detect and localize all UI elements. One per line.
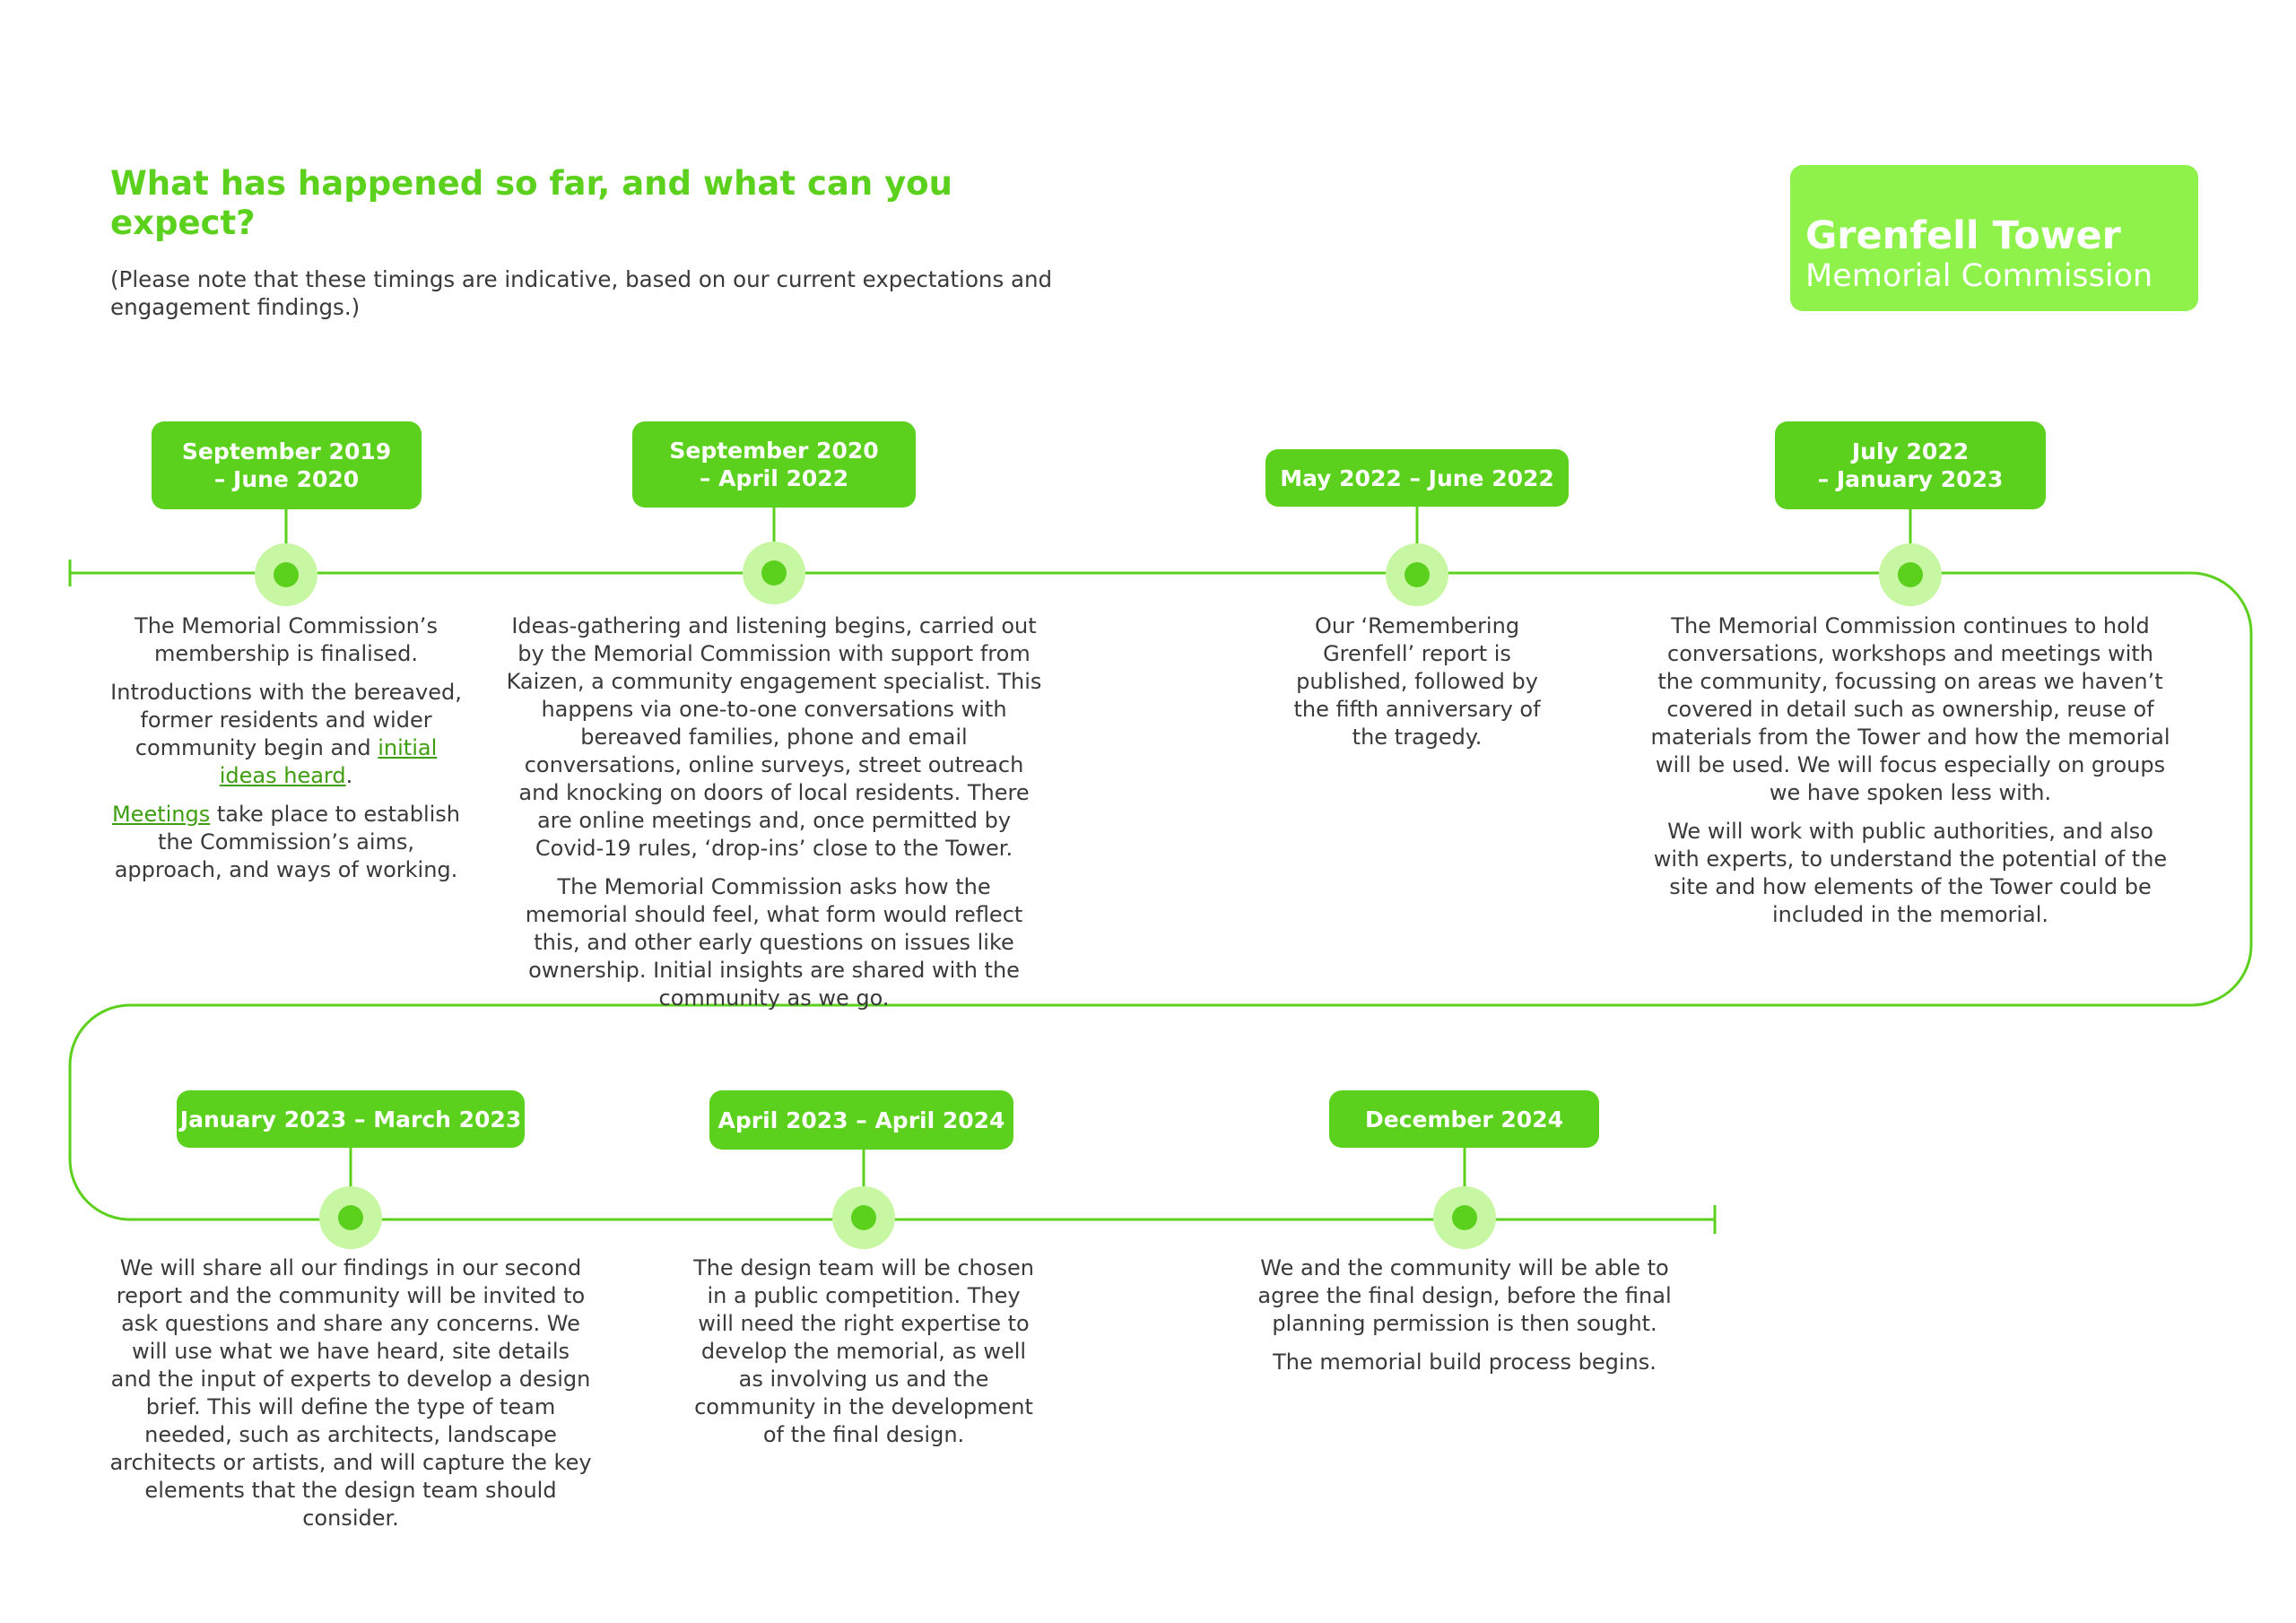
- milestone-7-paragraph-1: We and the community will be able to agr…: [1257, 1255, 1672, 1336]
- milestone-7-paragraph-2: The memorial build process begins.: [1273, 1350, 1657, 1375]
- milestone-2-paragraph-1: Ideas-gathering and listening begins, ca…: [506, 613, 1042, 861]
- timing-note: (Please note that these timings are indi…: [110, 266, 1053, 320]
- timeline-line: [68, 571, 2253, 1221]
- milestone-5-paragraph-1: We will share all our findings in our se…: [109, 1255, 592, 1531]
- milestone-desc-7: We and the community will be able to agr…: [1254, 1254, 1675, 1387]
- logo-line-2: Memorial Commission: [1805, 258, 2153, 294]
- milestone-4-paragraph-2: We will work with public authorities, an…: [1653, 819, 2168, 927]
- milestone-1-paragraph-1: The Memorial Commission’s membership is …: [135, 613, 438, 666]
- milestone-2-paragraph-2: The Memorial Commission asks how the mem…: [525, 874, 1023, 1011]
- milestone-date-5: January 2023 – March 2023: [177, 1090, 525, 1148]
- milestone-3-paragraph-1: Our ‘Remembering Grenfell’ report is pub…: [1293, 613, 1541, 750]
- milestone-date-1: September 2019 – June 2020: [152, 421, 422, 509]
- milestone-node-5: [319, 1147, 382, 1249]
- milestone-1-paragraph-3: Meetings take place to establish the Com…: [111, 802, 461, 882]
- meetings-link[interactable]: Meetings: [111, 802, 211, 827]
- milestone-date-4: July 2022 – January 2023: [1775, 421, 2046, 509]
- milestone-date-2: September 2020 – April 2022: [632, 421, 916, 508]
- milestone-date-7: December 2024: [1329, 1090, 1599, 1148]
- initial-ideas-link[interactable]: initial ideas heard: [219, 735, 438, 788]
- page-title: What has happened so far, and what can y…: [110, 164, 952, 242]
- milestone-1-paragraph-2: Introductions with the bereaved, former …: [110, 680, 462, 788]
- commission-logo: Grenfell Tower Memorial Commission: [1790, 165, 2198, 311]
- milestone-desc-2: Ideas-gathering and listening begins, ca…: [505, 612, 1043, 1023]
- milestone-node-3: [1386, 507, 1448, 606]
- logo-line-1: Grenfell Tower: [1805, 213, 2121, 258]
- milestone-desc-4: The Memorial Commission continues to hol…: [1650, 612, 2170, 940]
- milestone-desc-6: The design team will be chosen in a publ…: [689, 1254, 1039, 1460]
- milestone-node-1: [255, 508, 317, 606]
- milestone-date-3: May 2022 – June 2022: [1265, 449, 1569, 507]
- milestone-desc-1: The Memorial Commission’s membership is …: [107, 612, 465, 895]
- milestone-node-2: [743, 506, 805, 604]
- milestone-date-6: April 2023 – April 2024: [709, 1090, 1013, 1150]
- milestone-4-paragraph-1: The Memorial Commission continues to hol…: [1650, 613, 2170, 805]
- milestone-desc-5: We will share all our findings in our se…: [109, 1254, 593, 1543]
- milestone-node-4: [1879, 508, 1942, 606]
- milestone-6-paragraph-1: The design team will be chosen in a publ…: [693, 1255, 1034, 1447]
- milestone-node-7: [1433, 1147, 1496, 1249]
- milestone-node-6: [832, 1149, 895, 1249]
- milestone-desc-3: Our ‘Remembering Grenfell’ report is pub…: [1284, 612, 1550, 762]
